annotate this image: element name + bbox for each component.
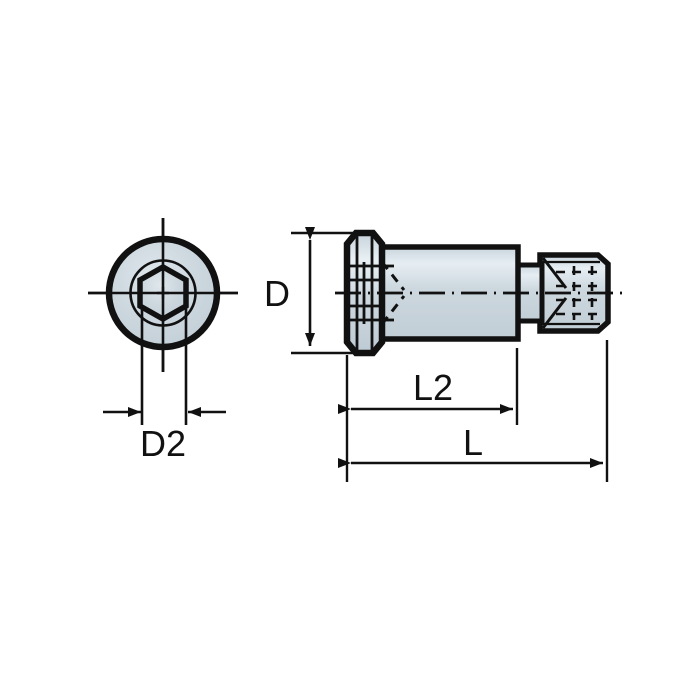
dimension-l-label: L [463, 422, 483, 463]
dimension-l2: L2 [338, 367, 513, 414]
dimension-d-label: D [264, 273, 290, 314]
dimension-l: L [338, 422, 603, 468]
side-view-bolt [291, 229, 625, 482]
head-socket-hidden-detail [348, 262, 381, 324]
socket-hidden-lines [382, 264, 394, 322]
dimension-d2-label: D2 [140, 423, 186, 464]
dimension-d: D [264, 227, 315, 346]
thread-lead-chamfer [541, 257, 568, 329]
dimension-l2-label: L2 [413, 367, 453, 408]
end-view-head [88, 218, 238, 425]
dimension-d2: D2 [103, 407, 226, 464]
